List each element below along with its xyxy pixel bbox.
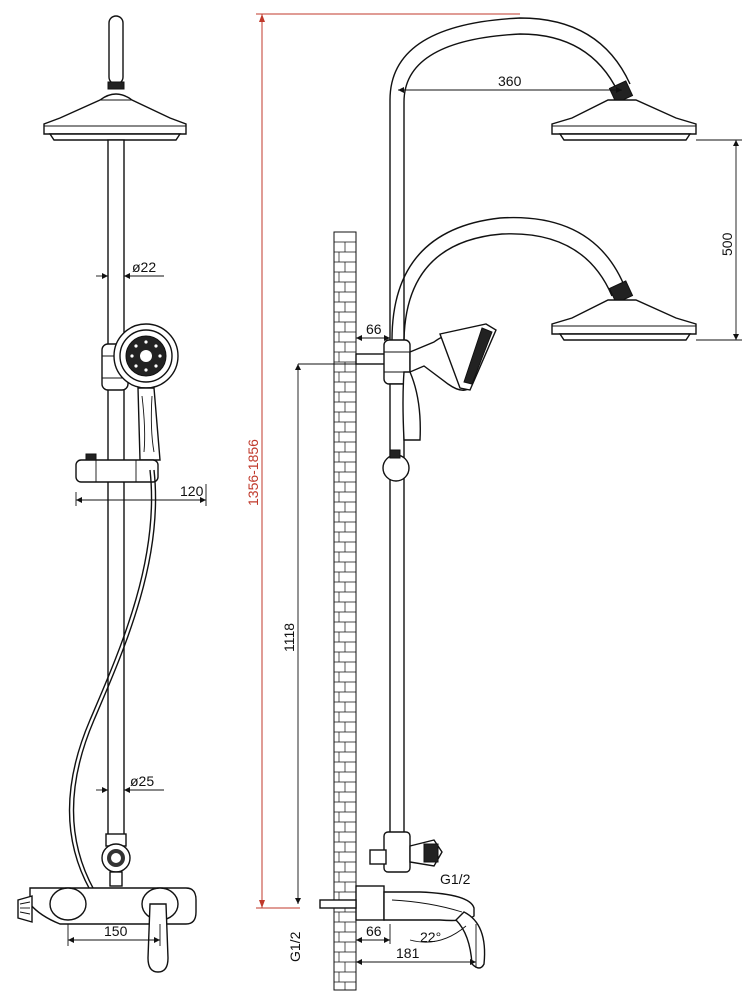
spout-angle-label: 22°	[420, 929, 441, 945]
spout-reach-label: 181	[396, 945, 420, 961]
hand-shower-front	[113, 323, 179, 461]
mixer-spacing-label: 150	[104, 923, 128, 939]
upper-arch-inner	[403, 33, 619, 340]
top-rod-nut	[107, 81, 125, 90]
hand-shower-side	[402, 323, 497, 441]
holder-offset-label: 120	[180, 483, 204, 499]
wall-inlet-pipe	[319, 899, 357, 909]
lower-arch-inner	[403, 233, 613, 341]
wall-section	[333, 231, 357, 991]
slide-holder-front	[75, 453, 159, 483]
total-height-dimension: 1356-1856	[245, 13, 520, 909]
mixer-side	[319, 885, 486, 969]
mixer-front	[17, 887, 197, 973]
pipe-diameter-label: ø25	[130, 773, 154, 789]
overhead-shower-side-low	[551, 299, 697, 341]
slide-holder-side	[382, 454, 410, 482]
wall-offset-top-label: 66	[366, 321, 382, 337]
rod-diameter-label: ø22	[132, 259, 156, 275]
inlet-thread-wall-label: G1/2	[287, 931, 303, 962]
top-rod	[108, 15, 124, 85]
head-height-adjust-label: 500	[719, 232, 735, 256]
side-view: 360 500 66	[281, 17, 742, 969]
overhead-shower-side-high	[551, 99, 697, 141]
overhead-shower-front	[43, 93, 187, 141]
total-height-label: 1356-1856	[245, 439, 261, 506]
diverter-side	[383, 831, 411, 873]
inlet-thread-mixer-label: G1/2	[440, 871, 471, 887]
overhead-reach-label: 360	[498, 73, 522, 89]
wall-offset-bottom-label: 66	[366, 923, 382, 939]
lower-arch-outer	[391, 216, 627, 341]
front-view: ø22	[17, 15, 207, 973]
upper-arch-outer	[389, 17, 631, 340]
inlet-height-label: 1118	[281, 623, 297, 652]
riser-pipe-front	[107, 139, 125, 837]
top-wall-bracket	[355, 353, 389, 365]
